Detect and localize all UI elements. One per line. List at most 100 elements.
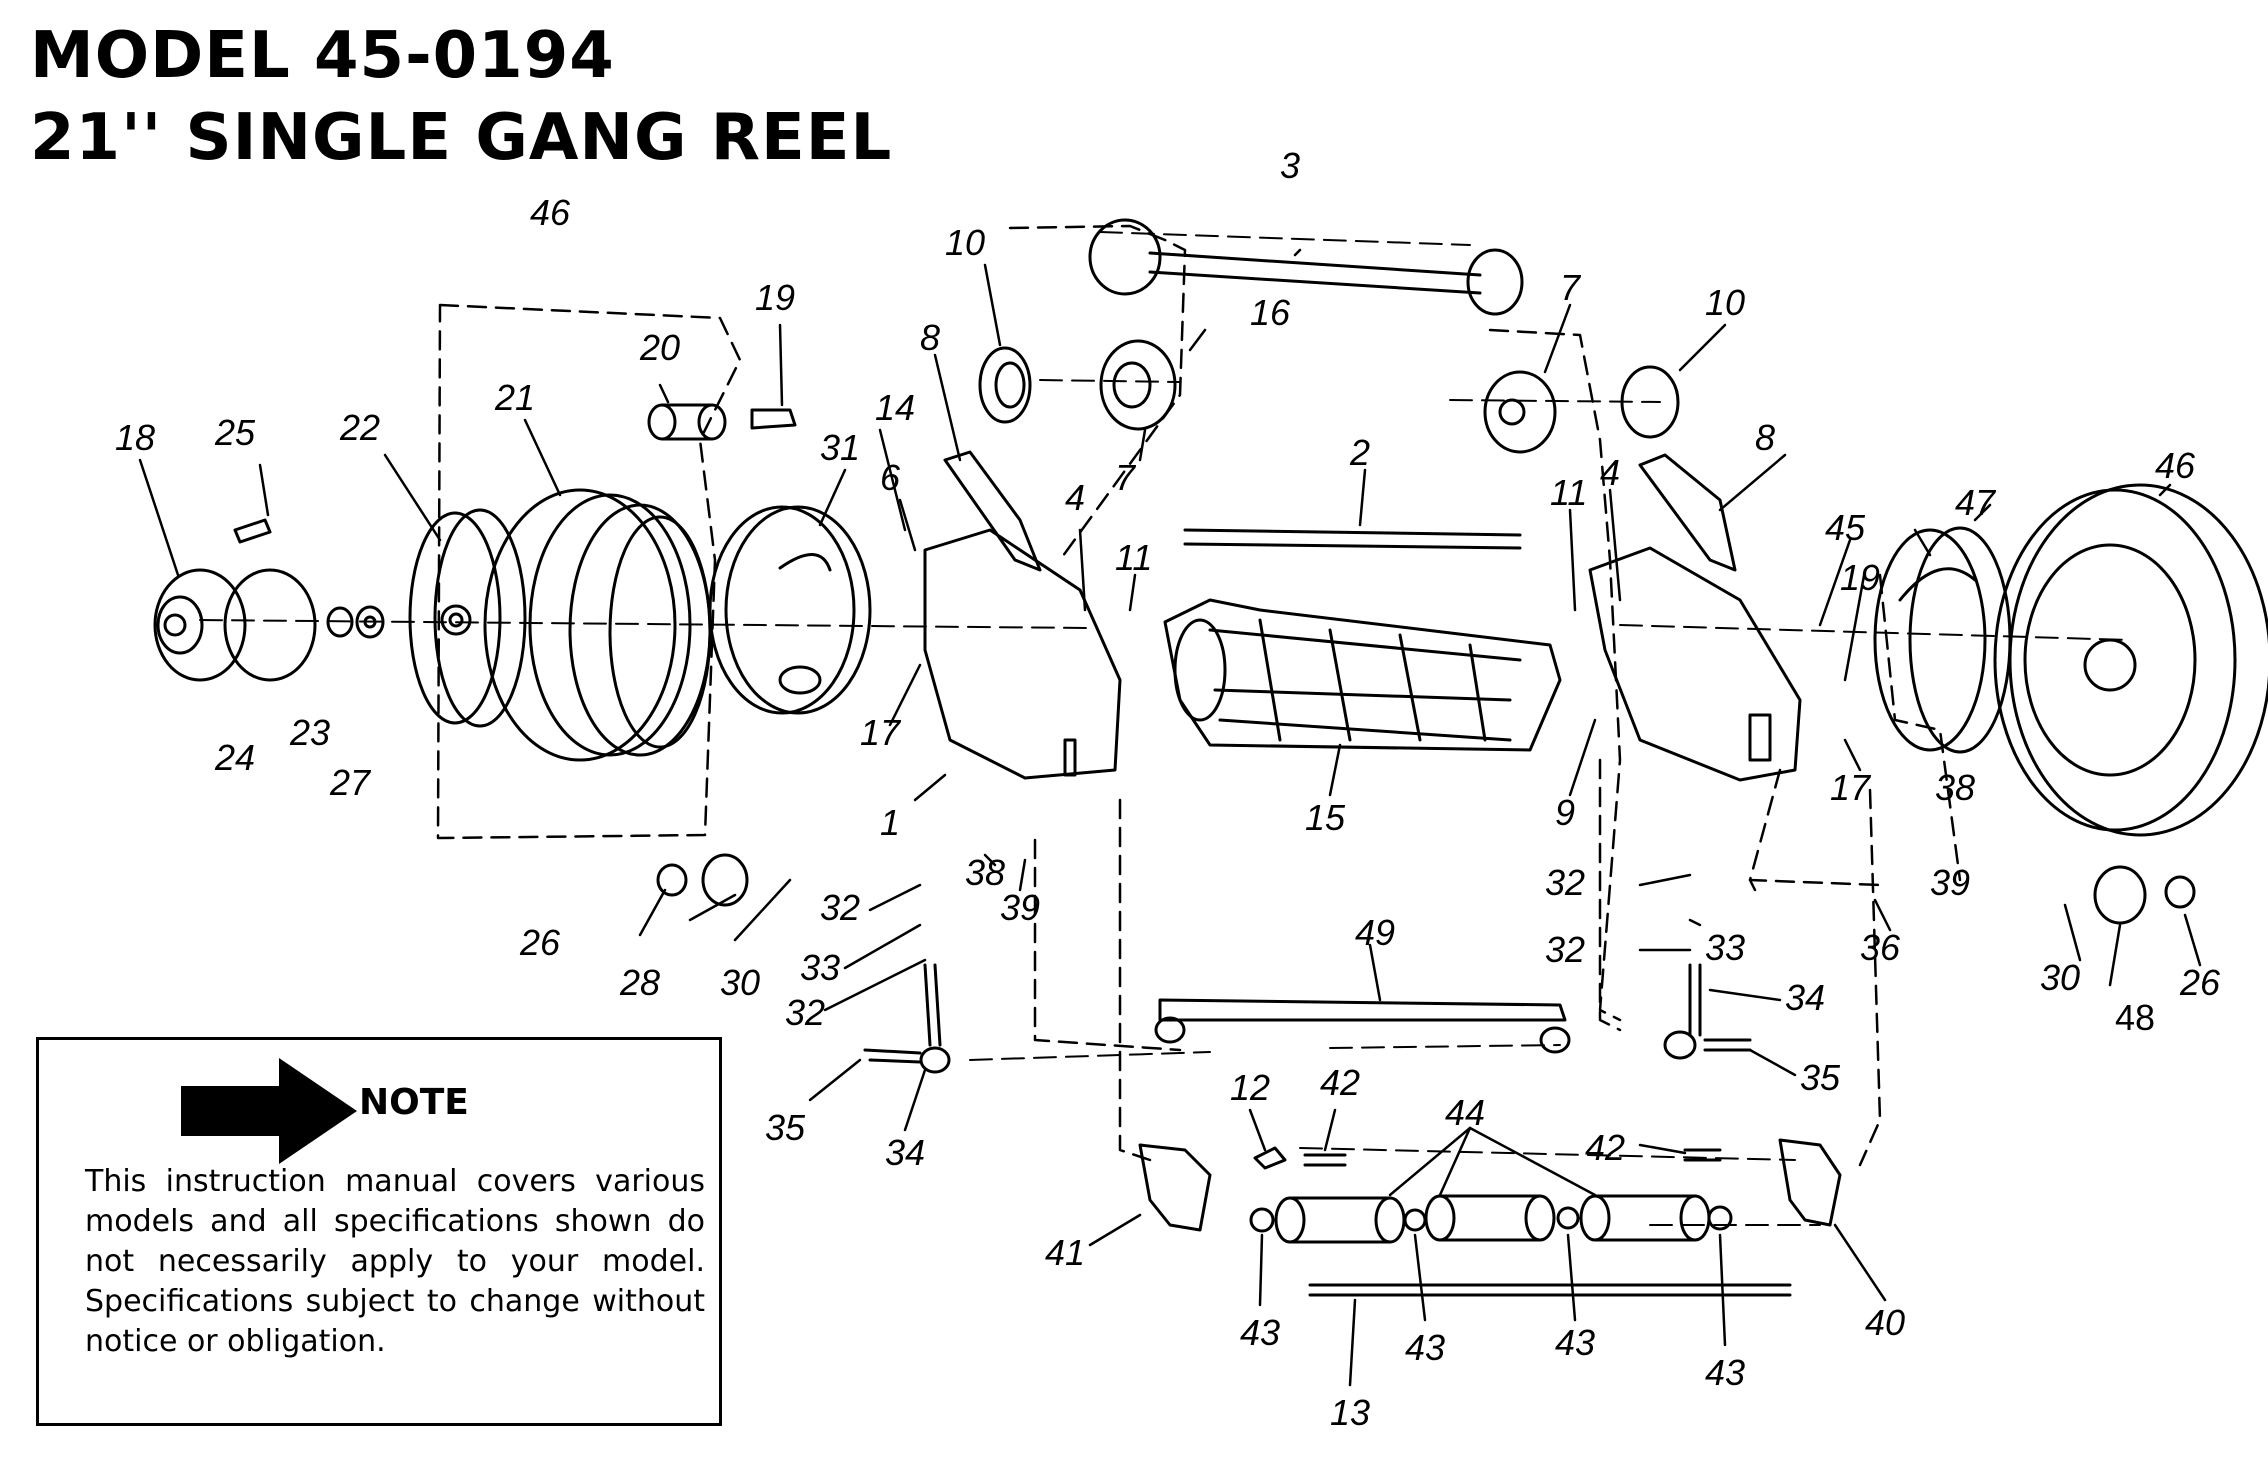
callout-38-right: 38 [1935,767,1975,808]
callout-23: 23 [289,712,330,753]
callout-34-left: 34 [885,1132,925,1173]
callout-34-right: 34 [1785,977,1825,1018]
part-bracket-40 [1778,1138,1842,1227]
callout-42-right: 42 [1585,1127,1625,1168]
assembly-group-outlines [436,224,1962,1167]
callout-28: 28 [619,962,660,1003]
callout-3: 3 [1280,145,1300,186]
part-reel-15 [1163,598,1562,752]
callout-6: 6 [880,457,901,498]
callout-44: 44 [1445,1092,1485,1133]
callout-47: 47 [1955,482,1997,523]
callout-18: 18 [115,417,155,458]
callout-11-left: 11 [1115,537,1152,578]
callout-39-right: 39 [1930,862,1970,903]
callout-20: 20 [639,327,680,368]
part-bearing-7-right [1483,370,1557,454]
callout-8-left: 8 [920,317,940,358]
callout-32-left-b: 32 [785,992,825,1033]
callout-17-right: 17 [1830,767,1872,808]
diagram-title-description: 21'' SINGLE GANG REEL [30,101,893,175]
part-flange-7-left [1099,339,1177,431]
part-rod-34-left [919,963,951,1074]
part-hub-cap-18 [153,568,247,682]
callout-43-c: 43 [1555,1322,1595,1363]
callout-46-left: 46 [530,192,571,233]
callout-8-right: 8 [1755,417,1775,458]
callout-13: 13 [1330,1392,1370,1433]
callout-26-left: 26 [519,922,561,963]
callout-2: 2 [1349,432,1370,473]
callout-36: 36 [1860,927,1901,968]
part-bolt-42-a [1303,1153,1347,1167]
callout-32-right-b: 32 [1545,929,1585,970]
part-screw-25 [233,518,272,544]
callout-16: 16 [1250,292,1291,333]
callout-leader-lines [138,248,2202,1387]
right-arrow-icon [181,1058,357,1164]
callout-10-right: 10 [1705,282,1745,323]
callout-38-left: 38 [965,852,1005,893]
part-bolts-35 [863,1038,1752,1064]
callout-17-left: 17 [860,712,902,753]
callout-49: 49 [1355,912,1395,953]
part-fitting-19-left [750,408,797,430]
diagram-title-model: MODEL 45-0194 [30,19,615,93]
part-bushing-20 [647,403,727,441]
callout-33-right: 33 [1705,927,1745,968]
callout-4-left: 4 [1065,477,1085,518]
callout-7-top: 7 [1560,267,1582,308]
callout-12: 12 [1230,1067,1270,1108]
part-washers-23-27 [326,605,385,639]
callout-32-right-a: 32 [1545,862,1585,903]
callout-4-right: 4 [1600,452,1620,493]
callout-45: 45 [1825,507,1866,548]
callout-27: 27 [329,762,372,803]
part-side-plate-45 [1588,453,1802,782]
part-bolt-42-b [1683,1148,1722,1162]
callout-labels: 46 19 20 21 22 25 18 31 24 23 27 3 10 16… [115,145,2221,1433]
callout-39-left: 39 [1000,887,1040,928]
callout-19-right: 19 [1840,557,1880,598]
part-gear-cover-31 [708,505,872,715]
part-pin-12 [1253,1146,1287,1170]
part-pinion-48 [2093,865,2196,925]
callout-42-left: 42 [1320,1062,1360,1103]
callout-10-left: 10 [945,222,985,263]
callout-24: 24 [214,737,255,778]
callout-43-b: 43 [1405,1327,1445,1368]
part-disc-24 [223,568,317,682]
callout-9: 9 [1555,792,1575,833]
callout-30-right: 30 [2040,957,2080,998]
callout-7-mid: 7 [1115,457,1137,498]
callout-15: 15 [1305,797,1346,838]
callout-43-d: 43 [1705,1352,1745,1393]
part-rod-13 [1308,1283,1792,1297]
callout-1: 1 [880,802,900,843]
callout-35-right: 35 [1800,1057,1841,1098]
note-box: NOTE This instruction manual covers vari… [36,1037,722,1426]
callout-40: 40 [1865,1302,1905,1343]
part-washers-43 [1249,1205,1733,1233]
part-wheel-46-right [1993,483,2268,837]
part-adjuster-bar-49 [1154,998,1571,1054]
part-shaft-3 [1088,218,1524,316]
part-side-plate-14 [923,450,1122,780]
note-heading: NOTE [359,1082,469,1123]
note-body-text: This instruction manual covers various m… [85,1164,705,1359]
callout-48: 48 [2115,997,2155,1038]
callout-41: 41 [1045,1232,1085,1273]
part-bearing-10-left [978,346,1032,424]
callout-26-right: 26 [2179,962,2221,1003]
part-shaft-2 [1183,528,1522,550]
callout-33-left: 33 [800,947,840,988]
callout-32-left-a: 32 [820,887,860,928]
part-pinion-28 [656,853,749,907]
callout-43-a: 43 [1240,1312,1280,1353]
callout-35-left: 35 [765,1107,806,1148]
part-bracket-41 [1138,1143,1212,1232]
callout-30-left: 30 [720,962,760,1003]
callout-14: 14 [875,387,915,428]
callout-21: 21 [494,377,535,418]
